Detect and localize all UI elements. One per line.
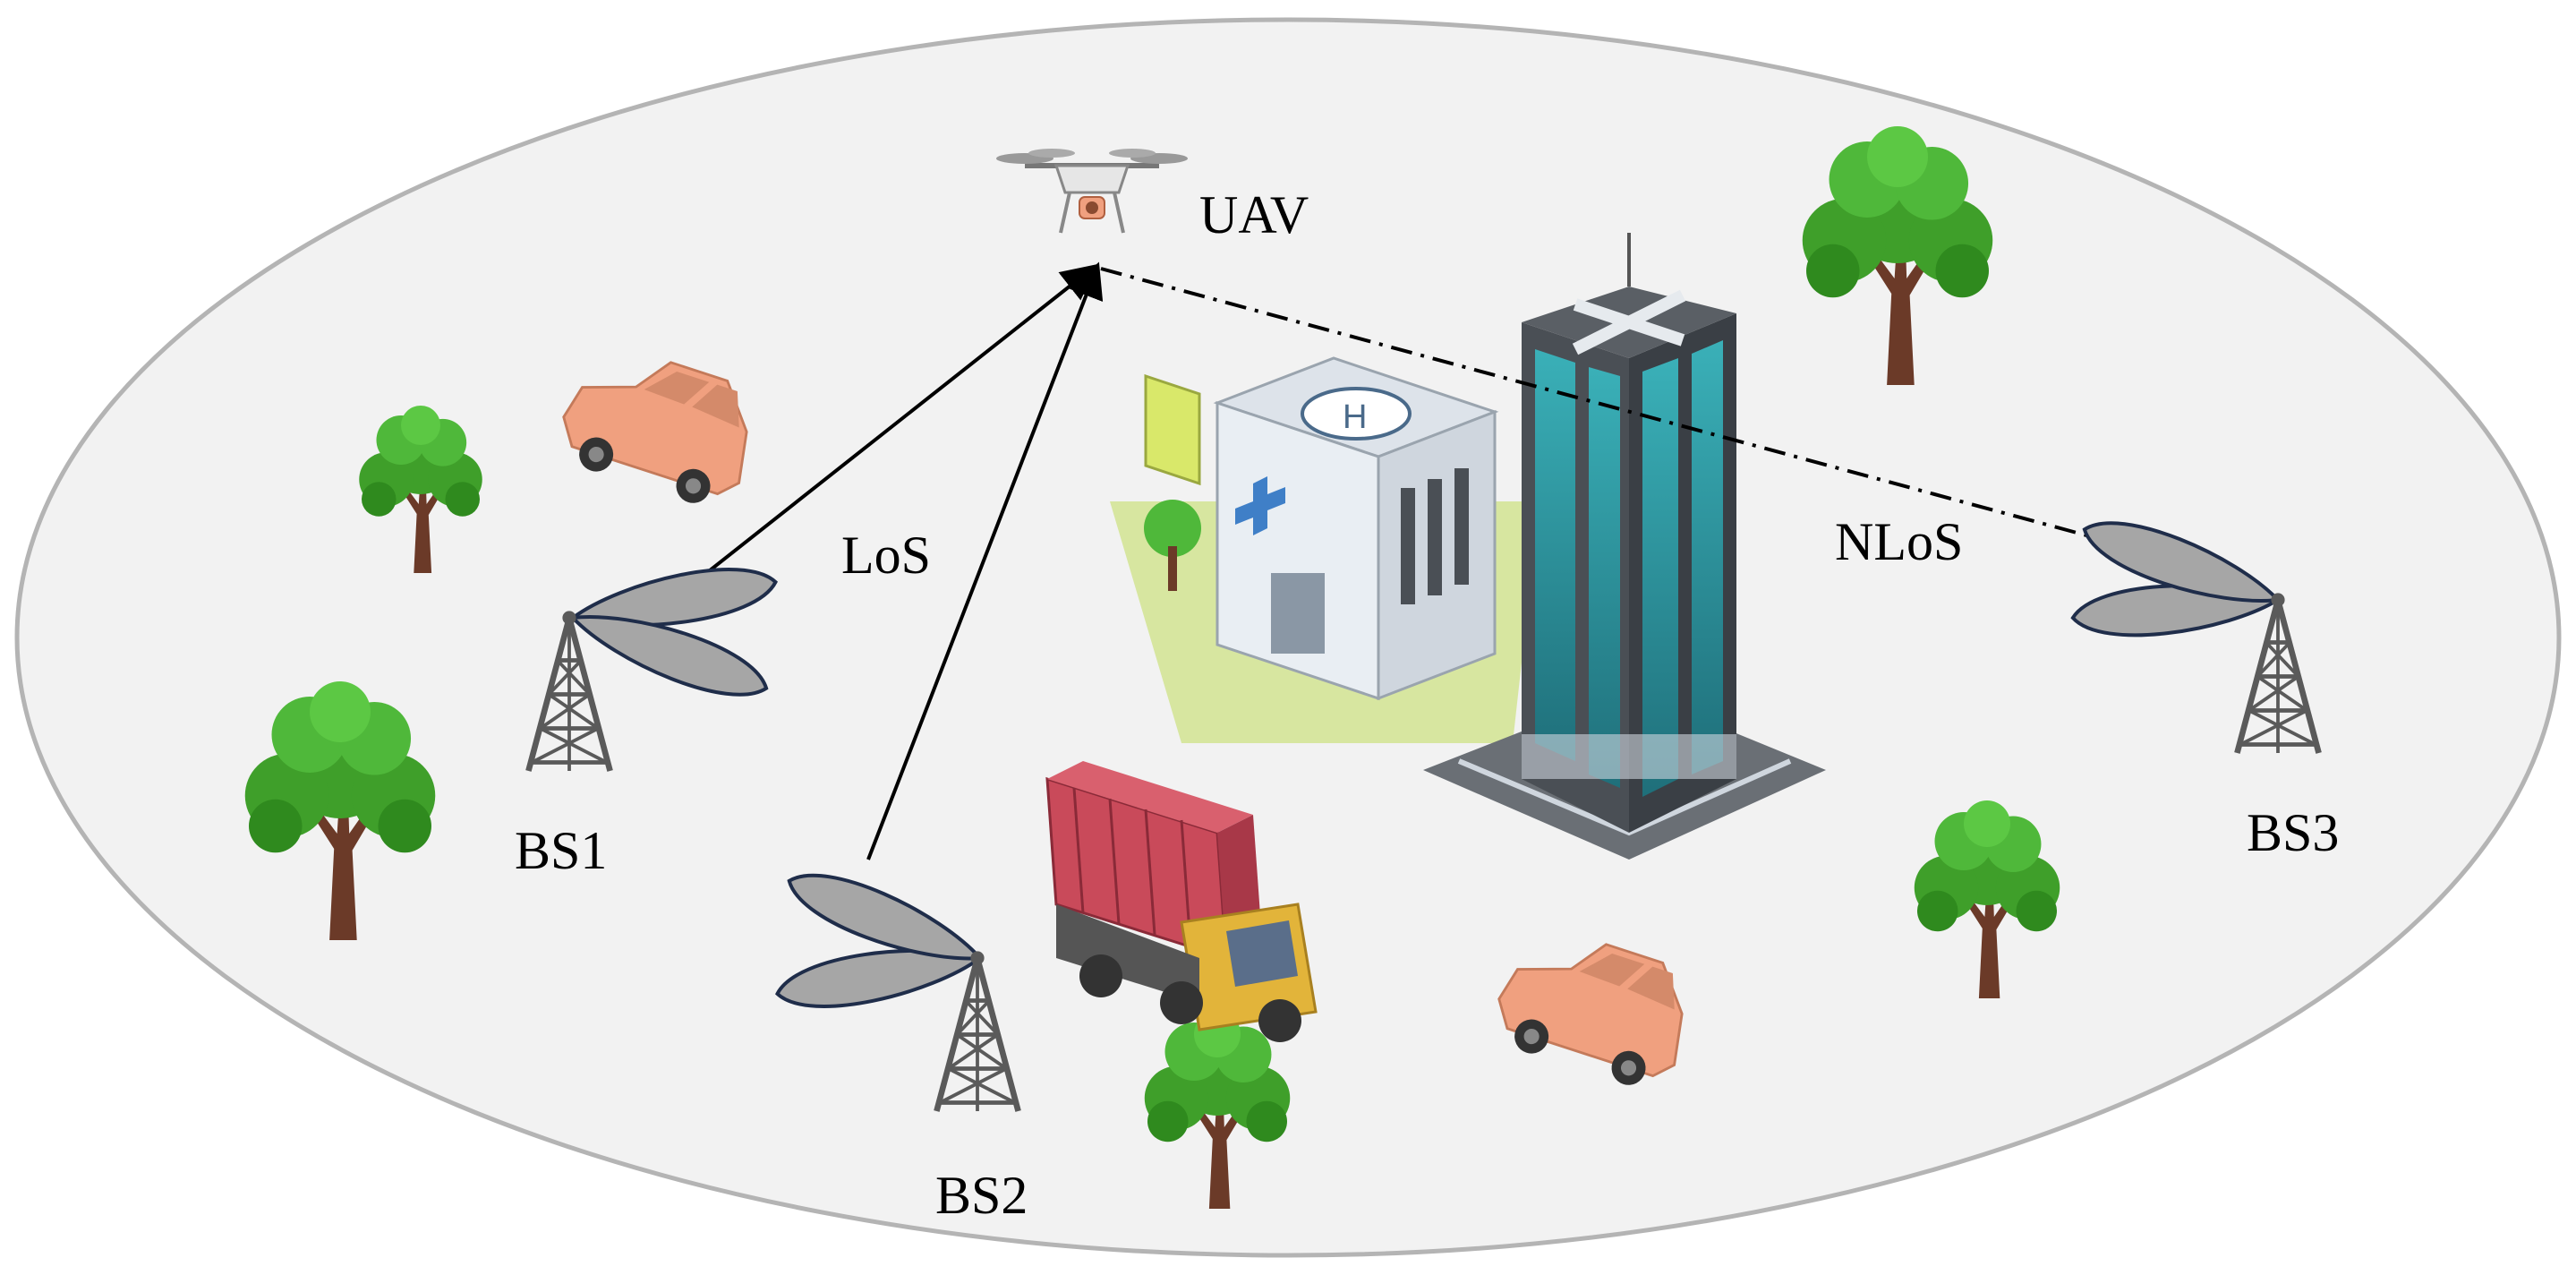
uav-label: UAV: [1199, 185, 1309, 244]
bs1-label: BS1: [515, 821, 607, 880]
los-link-bs2: [866, 261, 1104, 860]
los-label: LoS: [841, 526, 931, 585]
nlos-link-bs3: [1100, 267, 2167, 559]
nlos-label: NLoS: [1835, 512, 1963, 571]
hospital-building-icon: H: [1110, 356, 1540, 743]
bs3-label: BS3: [2247, 803, 2339, 862]
truck-icon: [1045, 761, 1318, 1042]
los-link-bs1: [699, 264, 1098, 579]
skyscraper-icon: [1423, 233, 1826, 860]
svg-text:H: H: [1343, 398, 1367, 436]
bs2-label: BS2: [935, 1166, 1028, 1225]
drone-icon: [996, 149, 1188, 234]
